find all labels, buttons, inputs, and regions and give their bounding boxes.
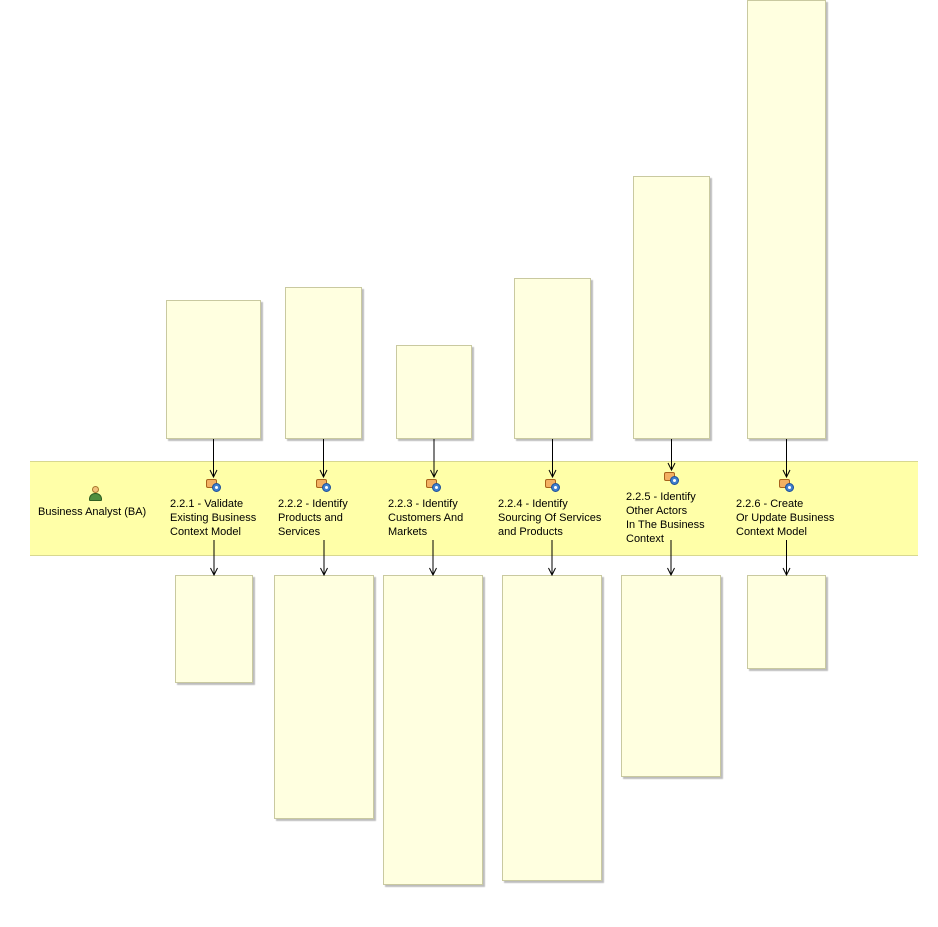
task-icon (778, 478, 795, 492)
task-icon (205, 478, 222, 492)
task-label: 2.2.5 - Identify Other Actors In The Bus… (626, 491, 705, 545)
output-box-t1 (175, 575, 253, 683)
output-box-t6 (747, 575, 826, 669)
task-icon (426, 478, 442, 492)
input-box-t5 (633, 176, 710, 439)
output-connector-t5-arrowhead (667, 567, 675, 577)
input-box-t3 (396, 345, 472, 439)
role-business-analyst[interactable]: Business Analyst (BA) (38, 486, 158, 526)
output-box-t2 (274, 575, 374, 819)
task-label: 2.2.1 - Validate Existing Business Conte… (170, 498, 257, 538)
output-box-t5 (621, 575, 721, 777)
output-connector-t3-arrowhead (429, 567, 437, 577)
task-label: 2.2.6 - Create Or Update Business Contex… (736, 498, 835, 538)
input-box-t2 (285, 287, 362, 439)
task-icon (663, 471, 680, 485)
user-role-icon (88, 486, 104, 502)
input-box-t1 (166, 300, 261, 439)
input-box-t4 (514, 278, 591, 439)
task-label: 2.2.2 - Identify Products and Services (278, 498, 348, 538)
task-label: 2.2.3 - Identify Customers And Markets (388, 498, 464, 538)
output-box-t4 (502, 575, 602, 881)
output-connector-t4-arrowhead (548, 567, 556, 577)
role-label: Business Analyst (BA) (38, 506, 147, 518)
task-icon (544, 478, 561, 492)
output-connector-t2-arrowhead (320, 567, 328, 577)
task-label: 2.2.4 - Identify Sourcing Of Services an… (498, 498, 602, 538)
business-analyst-swimlane (30, 461, 918, 556)
output-connector-t1-arrowhead (210, 567, 218, 577)
output-connector-t6-arrowhead (782, 567, 791, 577)
output-box-t3 (383, 575, 483, 885)
task-icon (315, 478, 332, 492)
input-box-t6 (747, 0, 826, 439)
